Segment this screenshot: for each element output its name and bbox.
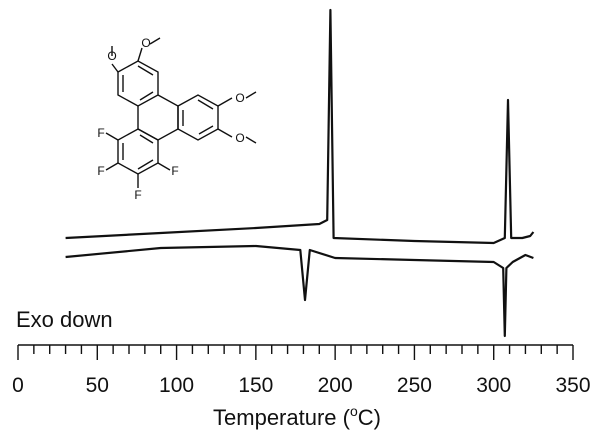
ring-top-left — [117, 60, 159, 107]
x-tick-label: 50 — [86, 374, 109, 397]
fluorine-label: F — [134, 188, 141, 202]
x-tick-label: 300 — [476, 374, 511, 397]
x-tick-label: 0 — [12, 374, 24, 397]
oxygen-label: O — [141, 36, 150, 50]
exo-down-annotation: Exo down — [16, 307, 113, 332]
oxygen-label: O — [235, 91, 244, 105]
methyl-bonds — [111, 37, 257, 144]
dsc-curve-1 — [65, 8, 535, 245]
ring-center — [137, 94, 179, 141]
x-axis-title: Temperature (oC) — [213, 403, 381, 430]
fluorine-label: F — [97, 164, 104, 178]
x-tick-label: 150 — [238, 374, 273, 397]
molecule-structure — [105, 37, 257, 188]
substituent-bonds — [105, 47, 233, 188]
ring-bottom-inner — [122, 134, 154, 170]
fluorine-label: F — [97, 126, 104, 140]
x-tick-label: 100 — [159, 374, 194, 397]
fluorine-label: F — [171, 164, 178, 178]
ring-bottom — [117, 128, 159, 175]
dsc-curve-2 — [65, 244, 534, 338]
atom-labels: O O O O F F F F — [97, 36, 244, 202]
oxygen-label: O — [235, 131, 244, 145]
ring-right — [177, 94, 219, 141]
x-axis-title-suffix: C) — [358, 405, 381, 430]
oxygen-label: O — [107, 49, 116, 63]
dsc-curves — [65, 8, 535, 338]
x-tick-label: 350 — [555, 374, 590, 397]
ring-right-inner — [182, 99, 214, 135]
ring-top-left-inner — [122, 65, 154, 101]
x-tick-label: 200 — [318, 374, 353, 397]
x-tick-label: 250 — [397, 374, 432, 397]
x-axis: 0 50 100 150 200 250 300 350 — [12, 344, 591, 397]
x-axis-title-superscript: o — [350, 403, 358, 419]
